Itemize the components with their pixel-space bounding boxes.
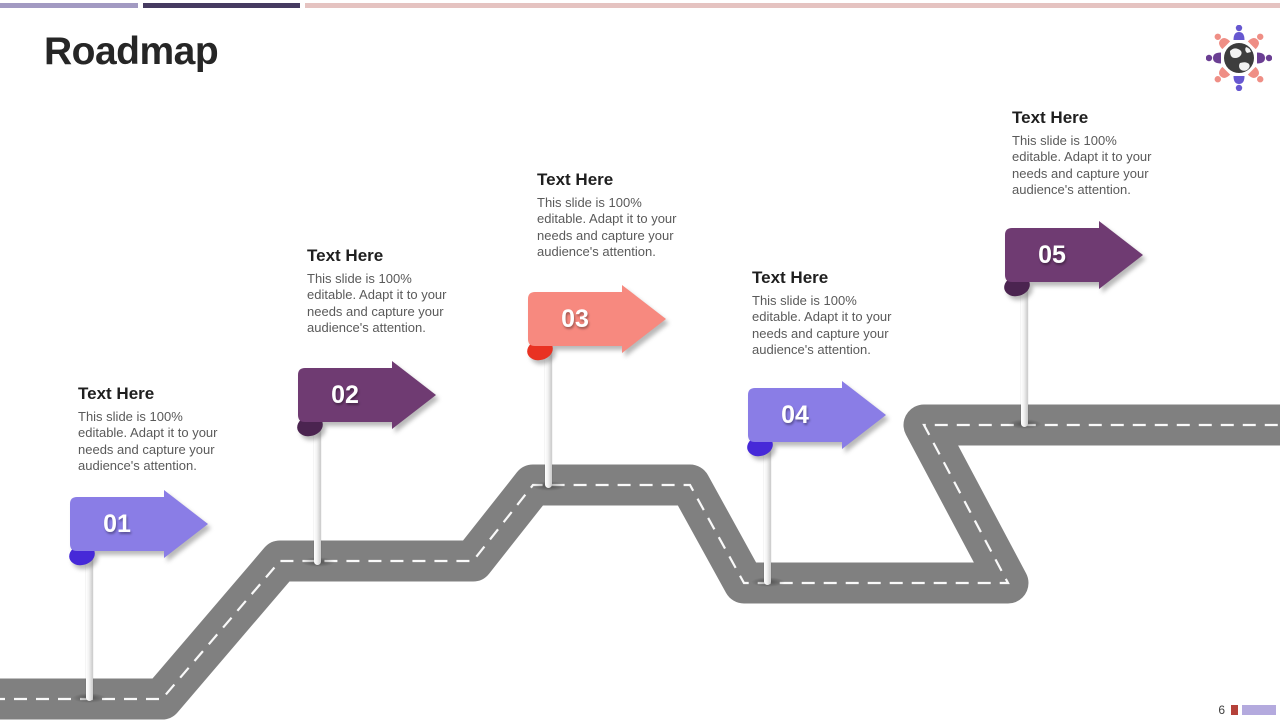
milestone-05-note: Text Here This slide is 100% editable. A… xyxy=(1012,108,1194,199)
milestone-01-note: Text Here This slide is 100% editable. A… xyxy=(78,384,260,475)
milestone-heading: Text Here xyxy=(1012,108,1089,127)
globe-icon xyxy=(1224,43,1254,73)
page-number: 6 xyxy=(1218,703,1225,717)
milestone-heading: Text Here xyxy=(78,384,155,403)
road-centerline xyxy=(0,423,1280,701)
milestone-number: 04 xyxy=(781,400,809,429)
company-logo-globe-people-icon xyxy=(1206,25,1272,91)
signpost-pole xyxy=(86,540,93,701)
signpost-pole xyxy=(764,425,771,585)
page-title: Roadmap xyxy=(44,30,219,73)
people-ring-icon xyxy=(1206,25,1272,91)
arrow-sign-icon xyxy=(747,381,886,457)
arrow-sign-icon xyxy=(69,490,208,566)
milestone-body: This slide is 100% editable. Adapt it to… xyxy=(78,409,218,474)
top-bar-segment-2 xyxy=(143,3,300,8)
milestone-body: This slide is 100% editable. Adapt it to… xyxy=(537,195,677,260)
top-bar-segment-3 xyxy=(305,3,1280,8)
top-bar-segment-1 xyxy=(0,3,138,8)
signpost-pole xyxy=(1021,265,1028,427)
milestone-02-note: Text Here This slide is 100% editable. A… xyxy=(307,246,489,337)
footer: 6 xyxy=(1218,703,1276,717)
milestone-body: This slide is 100% editable. Adapt it to… xyxy=(1012,133,1152,198)
signpost-pole xyxy=(314,405,321,565)
milestone-number: 03 xyxy=(561,304,589,333)
milestone-04-note: Text Here This slide is 100% editable. A… xyxy=(752,268,934,359)
milestone-heading: Text Here xyxy=(307,246,384,265)
footer-red-bar xyxy=(1231,705,1238,715)
milestone-heading: Text Here xyxy=(752,268,829,287)
arrow-sign-icon xyxy=(1004,221,1143,297)
signpost-pole xyxy=(545,330,552,488)
milestone-03-note: Text Here This slide is 100% editable. A… xyxy=(537,170,719,261)
milestone-number: 01 xyxy=(103,509,131,538)
footer-lavender-bar xyxy=(1242,705,1276,715)
milestone-number: 02 xyxy=(331,380,359,409)
milestone-body: This slide is 100% editable. Adapt it to… xyxy=(307,271,447,336)
milestone-body: This slide is 100% editable. Adapt it to… xyxy=(752,293,892,358)
arrow-sign-icon xyxy=(527,285,666,361)
arrow-sign-icon xyxy=(297,361,436,437)
milestone-heading: Text Here xyxy=(537,170,614,189)
milestone-number: 05 xyxy=(1038,240,1066,269)
